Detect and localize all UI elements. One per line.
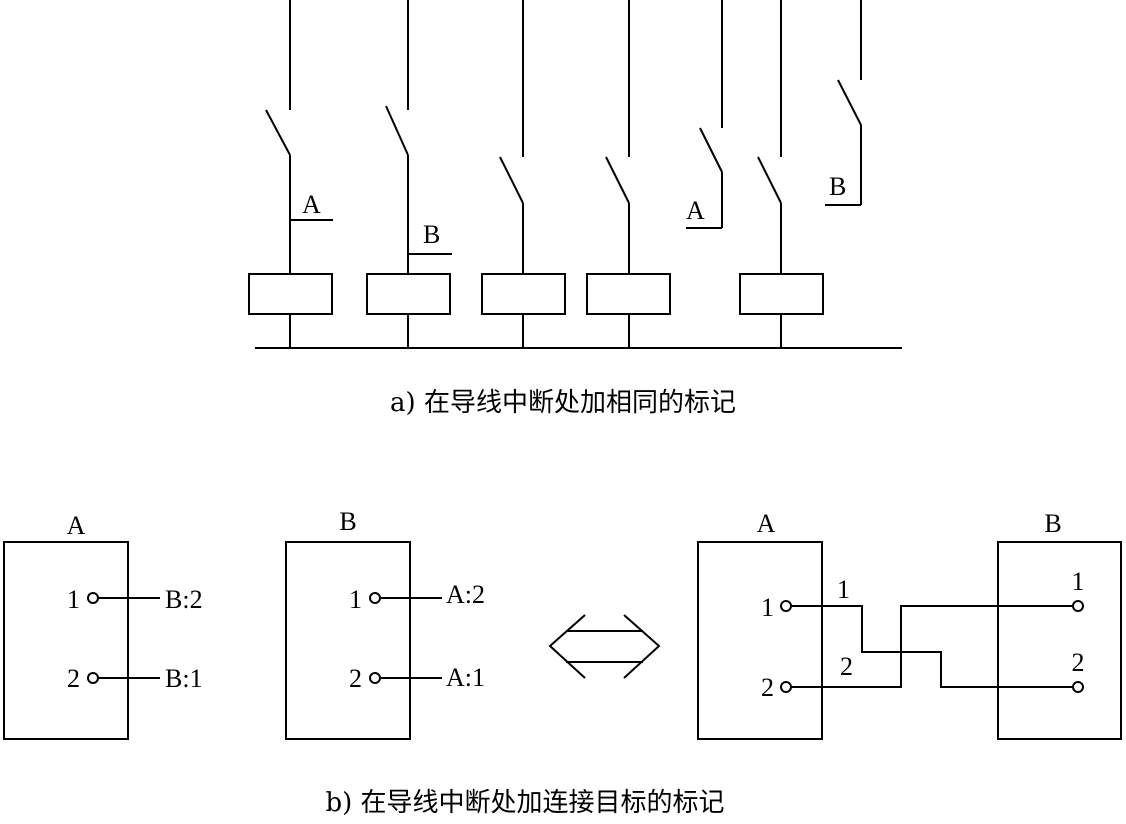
coil-box (586, 273, 671, 315)
wire-label: 1 (837, 575, 850, 604)
pin-number: 1 (67, 585, 80, 614)
pin-number: 2 (67, 664, 80, 693)
terminal-circle (1072, 600, 1084, 612)
target-label: A:2 (446, 580, 485, 609)
box-title: A (67, 511, 86, 540)
wire-label: 2 (840, 652, 853, 681)
equivalence-arrow (548, 614, 661, 679)
terminal-circle (780, 681, 792, 693)
target-label: B:2 (165, 585, 203, 614)
pin-number: 1 (349, 585, 362, 614)
wire-1 (791, 605, 1073, 688)
box-title: A (757, 509, 776, 538)
left-box-a: A 1 B:2 2 B:1 (3, 511, 203, 740)
target-label: B:1 (165, 664, 203, 693)
pin-number: 2 (1072, 648, 1085, 677)
component-box (697, 541, 823, 740)
branch-1 (248, 0, 333, 348)
diagram-a: A B A B a) 在导线中断处加相同的标记 (248, 0, 902, 418)
pin-number: 1 (1072, 567, 1085, 596)
box-title: B (1044, 509, 1061, 538)
wire-2 (791, 605, 1073, 688)
branch-6 (739, 0, 824, 348)
diagram-b: A 1 B:2 2 B:1 B 1 A:2 2 A:1 (3, 507, 1122, 818)
break-label: B (423, 220, 440, 249)
switch-blade (499, 156, 524, 204)
pin-number: 1 (761, 593, 774, 622)
box-title: B (339, 507, 356, 536)
break-label: A (686, 196, 705, 225)
terminal-circle (780, 600, 792, 612)
caption-b: b) 在导线中断处加连接目标的标记 (325, 788, 724, 818)
component-box (3, 541, 129, 740)
terminal-circle (87, 672, 99, 684)
target-label: A:1 (446, 663, 485, 692)
branch-4 (586, 0, 671, 348)
coil-box (366, 273, 451, 315)
break-label: B (829, 172, 846, 201)
left-box-b: B 1 A:2 2 A:1 (285, 507, 485, 740)
switch-blade (265, 109, 291, 156)
coil-box (481, 273, 566, 315)
branch-5 (686, 0, 723, 229)
component-box (285, 541, 411, 740)
right-box-b: B 1 2 (997, 509, 1122, 740)
right-box-a: A 1 2 (697, 509, 823, 740)
terminal-circle (369, 592, 381, 604)
coil-box (248, 273, 333, 315)
terminal-circle (87, 592, 99, 604)
switch-blade (837, 79, 862, 126)
terminal-circle (369, 672, 381, 684)
coil-box (739, 273, 824, 315)
branch-3 (481, 0, 566, 348)
pin-number: 2 (761, 673, 774, 702)
pin-number: 2 (349, 664, 362, 693)
break-label: A (302, 190, 321, 219)
switch-blade (757, 156, 782, 204)
terminal-circle (1072, 681, 1084, 693)
branch-2 (366, 0, 452, 348)
switch-blade (605, 156, 630, 204)
component-box (997, 541, 1122, 740)
switch-blade (385, 105, 409, 156)
branch-7 (825, 0, 862, 206)
crossed-wires: 1 2 (791, 575, 1073, 688)
switch-blade (699, 127, 723, 173)
caption-a: a) 在导线中断处加相同的标记 (390, 388, 736, 418)
